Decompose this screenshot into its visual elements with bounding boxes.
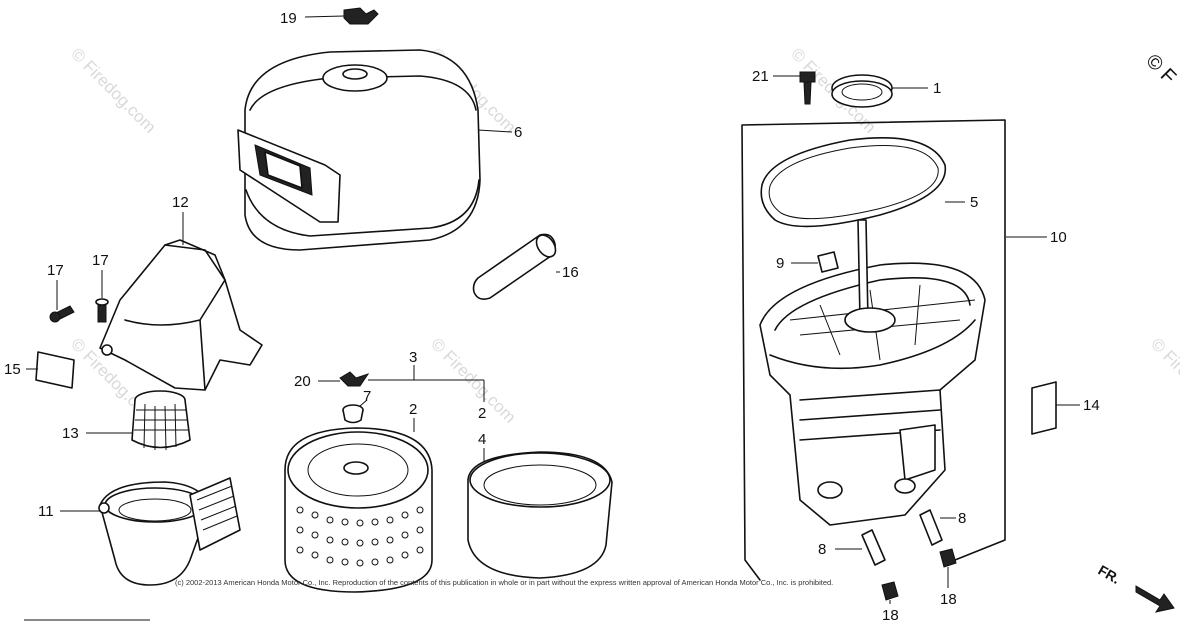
callout-2a: 2 — [409, 401, 417, 418]
part-7-grommet — [342, 404, 364, 424]
watermarks: © Firedog.com © Firedog.com © Firedog.co… — [67, 44, 1180, 426]
part-6-air-cleaner-cover — [237, 49, 481, 251]
part-13-screen — [131, 390, 191, 451]
callout-15: 15 — [4, 361, 21, 378]
fr-label: FR. — [1096, 562, 1124, 587]
part-8-tubes — [861, 509, 943, 566]
callout-11: 11 — [38, 503, 54, 520]
watermark: © Firedog.com — [427, 334, 519, 426]
callout-13: 13 — [62, 425, 79, 442]
part-17-bolts — [49, 298, 109, 323]
copyright-notice: (c) 2002-2013 American Honda Motor Co., … — [175, 578, 833, 587]
callout-19: 19 — [280, 10, 297, 27]
part-9-nut — [817, 251, 839, 273]
callout-14: 14 — [1083, 397, 1100, 414]
callout-3: 3 — [409, 349, 417, 366]
part-18-caps — [881, 548, 957, 601]
part-5-gasket — [760, 137, 947, 228]
callout-8a: 8 — [818, 541, 826, 558]
callout-10: 10 — [1050, 229, 1067, 246]
air-cleaner-case — [759, 219, 986, 526]
part-14-label — [1031, 381, 1057, 435]
callout-4: 4 — [478, 431, 486, 448]
part-11-cup — [98, 477, 241, 586]
callout-17a: 17 — [47, 262, 64, 279]
callout-2b: 2 — [478, 405, 486, 422]
callout-9: 9 — [776, 255, 784, 272]
callout-18a: 18 — [882, 607, 899, 624]
callout-18b: 18 — [940, 591, 957, 608]
arrow-icon — [1135, 585, 1175, 613]
part-2-filter-element — [284, 427, 433, 593]
front-direction-marker: FR. — [1096, 562, 1175, 613]
callout-1: 1 — [933, 80, 941, 97]
callout-20: 20 — [294, 373, 311, 390]
callouts: 19 6 12 16 17 17 15 13 11 20 3 7 2 2 4 2… — [4, 10, 1100, 624]
callout-8b: 8 — [958, 510, 966, 527]
watermark: © Firedog.com — [67, 44, 159, 136]
part-15-label — [35, 351, 75, 389]
callout-6: 6 — [514, 124, 522, 141]
callout-16: 16 — [562, 264, 579, 281]
callout-12: 12 — [172, 194, 189, 211]
part-10-frame — [741, 119, 1006, 581]
part-20-wing-nut — [339, 371, 370, 387]
part-1-seal — [831, 74, 893, 108]
callout-17b: 17 — [92, 252, 109, 269]
leader-lines — [26, 15, 1080, 604]
part-12-duct-cover — [99, 239, 263, 391]
watermark: © Firedog.com — [1147, 334, 1180, 426]
corner-watermark: © F — [1141, 50, 1180, 89]
part-19-clip — [343, 7, 379, 25]
part-4-foam-element — [467, 451, 613, 579]
callout-7: 7 — [363, 388, 371, 405]
part-21-bolt — [799, 71, 816, 105]
callout-21: 21 — [752, 68, 769, 85]
callout-5: 5 — [970, 194, 978, 211]
part-16-tube — [472, 233, 557, 300]
